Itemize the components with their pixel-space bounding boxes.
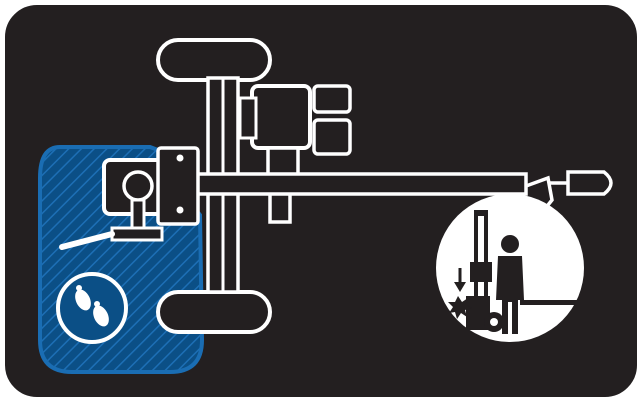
crush-hazard-person-icon: [436, 194, 584, 342]
engine-cylinder-1: [312, 84, 352, 114]
engine-cylinder-2: [312, 118, 352, 156]
bottom-wheel: [156, 290, 272, 334]
valve-plate: [156, 146, 200, 226]
footprints-icon: [56, 272, 128, 344]
engine-top: [238, 96, 258, 140]
tow-hitch: [566, 170, 613, 196]
split-beam: [194, 172, 528, 196]
engine-link: [266, 146, 300, 178]
top-wheel: [156, 38, 272, 82]
valve-handle-base: [110, 226, 164, 242]
valve-knob: [122, 170, 154, 202]
valve-lever: [59, 231, 115, 250]
engine-block: [250, 84, 312, 150]
